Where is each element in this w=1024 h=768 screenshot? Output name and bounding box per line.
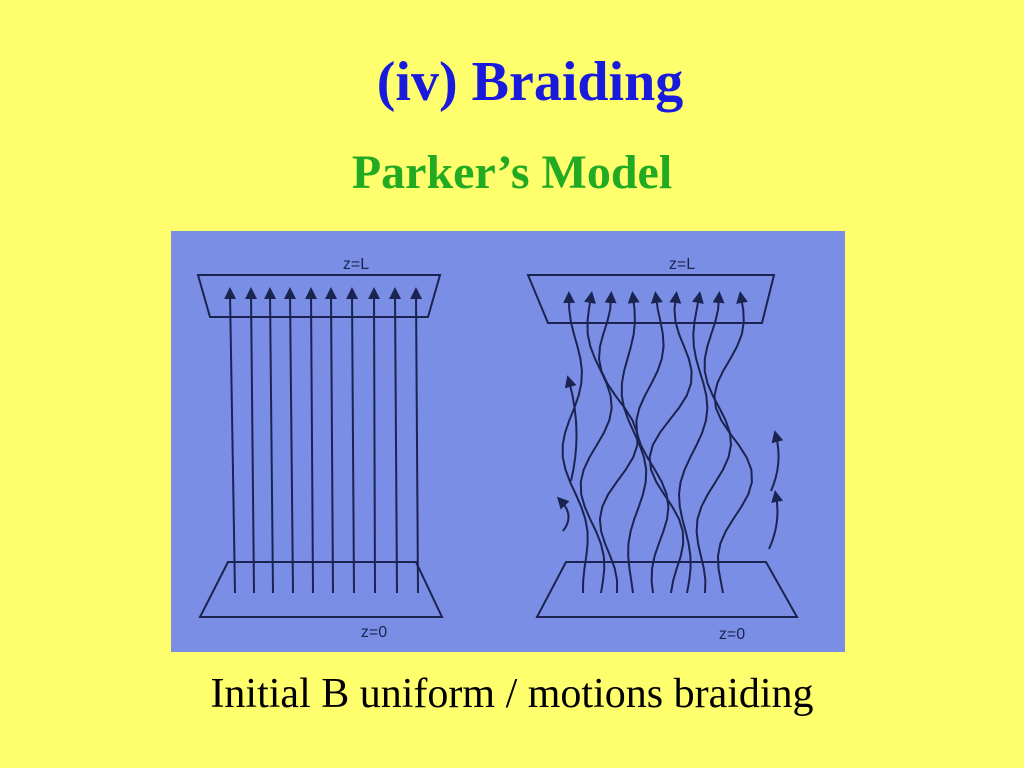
field-line [346,287,359,594]
top-label-right: z=L [669,256,695,273]
braided-line [695,291,733,594]
top-plate-right [526,274,776,324]
braided-field-panel: z=L z=0 [526,256,799,643]
braided-line [677,291,709,594]
uniform-field-panel: z=L z=0 [196,256,444,641]
top-plate-left [196,274,442,318]
field-line [325,287,338,594]
field-line [284,287,297,594]
uniform-field-lines [224,287,423,594]
braided-strand [556,496,570,532]
braided-line [620,291,648,594]
bottom-plate-left [198,561,444,618]
braided-line [648,291,693,594]
braided-strand [770,430,784,492]
top-label-left: z=L [343,256,369,273]
braided-strand [768,490,784,550]
braiding-figure: z=L z=0 z=L z=0 [171,231,845,652]
braided-line [561,291,589,594]
braided-line [713,291,753,594]
braided-strand [564,375,578,482]
braided-line [579,291,613,594]
field-line [389,287,402,594]
slide-caption: Initial B uniform / motions braiding [210,671,814,717]
braiding-diagram: z=L z=0 z=L z=0 [196,256,799,643]
braided-line [597,291,639,594]
field-line [264,287,277,594]
field-line [410,287,423,594]
field-line [245,287,258,594]
braided-line [635,291,670,594]
field-line [305,287,318,594]
braided-field-lines [556,291,784,594]
bottom-plate-right [535,561,799,618]
slide-title: (iv) Braiding [376,51,684,113]
bottom-label-right: z=0 [719,626,745,643]
bottom-label-left: z=0 [361,624,387,641]
slide-subtitle: Parker’s Model [351,146,673,199]
field-line [224,287,237,594]
field-line [368,287,381,594]
